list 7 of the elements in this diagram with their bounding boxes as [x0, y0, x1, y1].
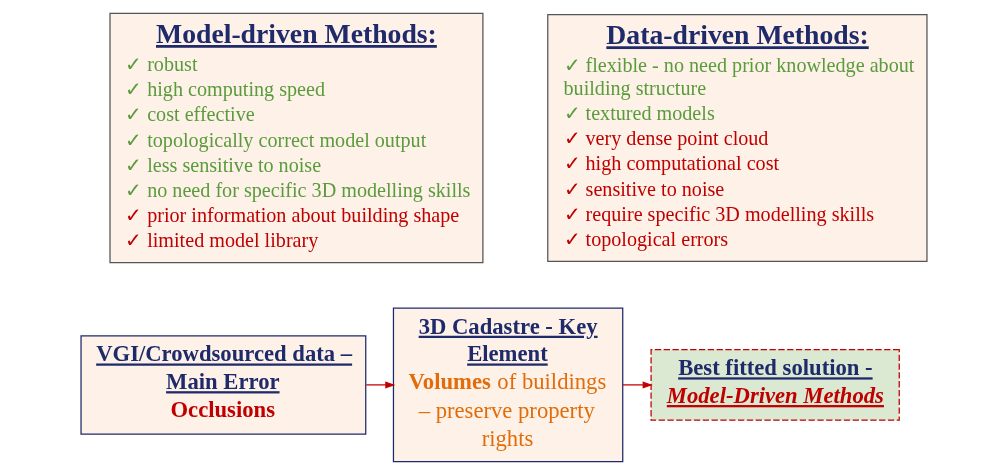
arrow: [365, 381, 396, 389]
node-box: 3D Cadastre - Key Element Volumes of buildings – preserve property rights: [392, 307, 624, 463]
node-box: VGI/Crowdsourced data – Main Error Occlusions: [80, 335, 367, 435]
node-box: Best fitted solution - Model-Driven Methods: [650, 349, 900, 421]
arrow: [622, 381, 653, 389]
node-box: Model-driven Methods: ✓ robust ✓ high computing speed ✓ cost effective ✓ topologically correct model output ✓ less sensitive to noise ✓ no need for specific 3D modelling skills ✓ prior information about building shape ✓ limited model library: [109, 12, 484, 264]
node-box: Data-driven Methods: ✓ flexible - no need prior knowledge about building structure ✓ textured models ✓ very dense point cloud ✓ high computational cost ✓ sensitive to noise ✓ require specific 3D modelling skills ✓ topological errors: [547, 13, 928, 263]
